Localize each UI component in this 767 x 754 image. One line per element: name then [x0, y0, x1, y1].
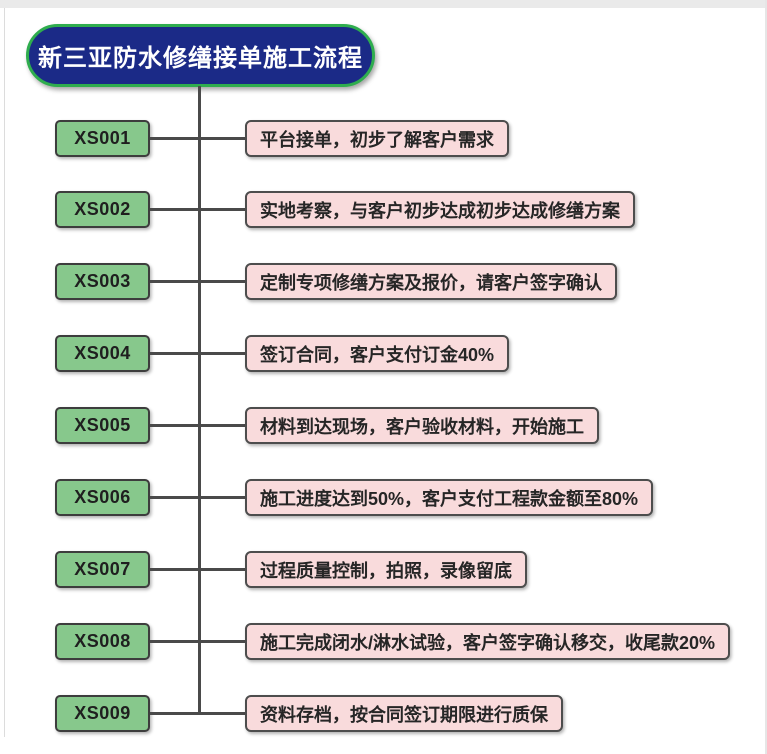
step-description-node: 平台接单，初步了解客户需求 [245, 120, 509, 157]
step-code-label: XS001 [74, 128, 131, 148]
frame-top-edge [0, 0, 767, 8]
step-description-node: 材料到达现场，客户验收材料，开始施工 [245, 407, 599, 444]
step-connector-line [150, 496, 245, 499]
step-code-label: XS006 [74, 487, 131, 507]
step-code-label: XS005 [74, 415, 131, 435]
step-code-label: XS008 [74, 631, 131, 651]
frame-left-edge [4, 8, 5, 737]
step-description-label: 施工进度达到50%，客户支付工程款金额至80% [260, 488, 639, 509]
step-description-node: 过程质量控制，拍照，录像留底 [245, 551, 527, 588]
step-code-label: XS007 [74, 559, 131, 579]
step-description-node: 施工完成闭水/淋水试验，客户签字确认移交，收尾款20% [245, 623, 731, 660]
step-row: XS009 资料存档，按合同签订期限进行质保 [0, 695, 767, 732]
step-description-label: 施工完成闭水/淋水试验，客户签字确认移交，收尾款20% [260, 632, 716, 653]
step-row: XS002 实地考察，与客户初步达成初步达成修缮方案 [0, 191, 767, 228]
step-code-node: XS006 [55, 479, 150, 516]
step-description-label: 签订合同，客户支付订金40% [260, 344, 495, 365]
step-description-label: 实地考察，与客户初步达成初步达成修缮方案 [260, 200, 620, 221]
step-code-node: XS008 [55, 623, 150, 660]
step-connector-line [150, 280, 245, 283]
step-code-label: XS004 [74, 343, 131, 363]
step-row: XS003 定制专项修缮方案及报价，请客户签字确认 [0, 263, 767, 300]
step-description-node: 定制专项修缮方案及报价，请客户签字确认 [245, 263, 617, 300]
flowchart-title: 新三亚防水修缮接单施工流程 [26, 24, 375, 87]
step-description-node: 签订合同，客户支付订金40% [245, 335, 510, 372]
step-row: XS001 平台接单，初步了解客户需求 [0, 120, 767, 157]
step-code-label: XS003 [74, 271, 131, 291]
step-code-node: XS001 [55, 120, 150, 157]
connector-spine [198, 86, 201, 714]
step-connector-line [150, 424, 245, 427]
step-code-node: XS003 [55, 263, 150, 300]
step-code-label: XS002 [74, 199, 131, 219]
step-row: XS008 施工完成闭水/淋水试验，客户签字确认移交，收尾款20% [0, 623, 767, 660]
step-description-label: 过程质量控制，拍照，录像留底 [260, 560, 512, 581]
step-description-label: 资料存档，按合同签订期限进行质保 [260, 704, 548, 725]
step-code-node: XS005 [55, 407, 150, 444]
step-code-label: XS009 [74, 703, 131, 723]
step-code-node: XS002 [55, 191, 150, 228]
flowchart-title-label: 新三亚防水修缮接单施工流程 [38, 45, 363, 72]
step-row: XS005 材料到达现场，客户验收材料，开始施工 [0, 407, 767, 444]
step-connector-line [150, 640, 245, 643]
step-description-label: 定制专项修缮方案及报价，请客户签字确认 [260, 272, 602, 293]
step-connector-line [150, 568, 245, 571]
step-description-node: 施工进度达到50%，客户支付工程款金额至80% [245, 479, 654, 516]
step-description-node: 实地考察，与客户初步达成初步达成修缮方案 [245, 191, 635, 228]
step-row: XS007 过程质量控制，拍照，录像留底 [0, 551, 767, 588]
step-code-node: XS004 [55, 335, 150, 372]
frame-right-edge [765, 0, 767, 754]
step-description-label: 平台接单，初步了解客户需求 [260, 129, 494, 150]
step-row: XS004 签订合同，客户支付订金40% [0, 335, 767, 372]
step-connector-line [150, 208, 245, 211]
step-code-node: XS007 [55, 551, 150, 588]
step-connector-line [150, 137, 245, 140]
step-description-label: 材料到达现场，客户验收材料，开始施工 [260, 416, 584, 437]
step-connector-line [150, 712, 245, 715]
step-connector-line [150, 352, 245, 355]
step-row: XS006 施工进度达到50%，客户支付工程款金额至80% [0, 479, 767, 516]
step-description-node: 资料存档，按合同签订期限进行质保 [245, 695, 563, 732]
step-code-node: XS009 [55, 695, 150, 732]
